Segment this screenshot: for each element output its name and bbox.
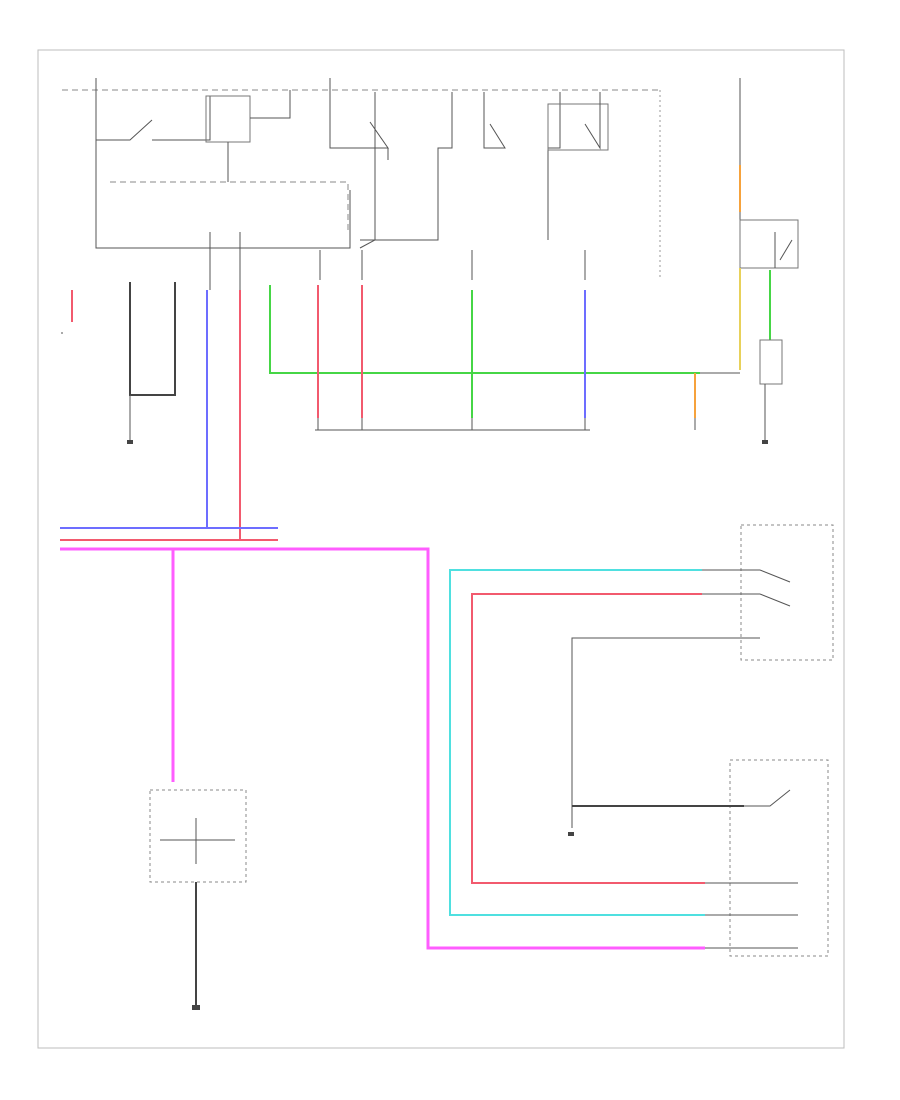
ground-symbol-2 bbox=[762, 440, 768, 444]
switch-bus bbox=[315, 418, 590, 431]
right-power-column bbox=[694, 78, 799, 444]
ground-symbol-3 bbox=[568, 832, 574, 836]
module-upper-wires bbox=[702, 569, 791, 639]
cyan-loop bbox=[449, 569, 705, 916]
right-module-upper bbox=[740, 524, 834, 661]
black-return bbox=[571, 637, 720, 828]
ground-symbol-4 bbox=[192, 1005, 200, 1010]
module-lower-wires bbox=[705, 789, 798, 949]
right-module-lower bbox=[729, 759, 829, 957]
harness-pink bbox=[60, 547, 705, 950]
green-wire-bus bbox=[269, 285, 700, 374]
diagram-frame bbox=[37, 49, 845, 1049]
left-module-internals bbox=[160, 818, 235, 864]
left-module-lower bbox=[149, 789, 247, 883]
left-branch bbox=[61, 282, 176, 444]
top-fuse-section bbox=[62, 78, 661, 290]
ground-symbol-1 bbox=[127, 440, 133, 444]
red-loop bbox=[471, 593, 705, 884]
